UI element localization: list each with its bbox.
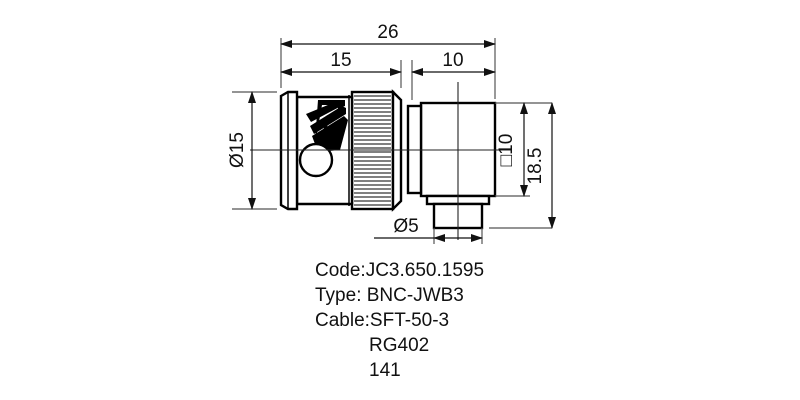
dimension-overall-height: 18.5 [525, 102, 556, 229]
dimension-flange-diameter-label: Ø15 [227, 132, 248, 168]
dimension-overall-height-label: 18.5 [525, 148, 546, 185]
spec-line-cable: Cable:SFT-50-3 [315, 310, 449, 331]
spec-line-cable-alt-2: 141 [369, 360, 401, 381]
dimension-cable-entry-diameter-label: Ø5 [393, 216, 418, 237]
spec-line-code: Code:JC3.650.1595 [315, 260, 484, 281]
dimension-flange-diameter: Ø15 [227, 91, 256, 210]
dimension-body-length-label: 10 [442, 50, 463, 71]
spec-text-block: Code:JC3.650.1595 Type: BNC-JWB3 Cable:S… [315, 260, 484, 381]
spec-line-type: Type: BNC-JWB3 [315, 285, 464, 306]
bayonet-slot [306, 100, 348, 155]
dimension-overall-length-label: 26 [377, 22, 398, 43]
connector-geometry [250, 82, 512, 240]
bayonet-slot-detent [298, 142, 334, 178]
dimension-cable-entry-diameter: Ø5 [374, 216, 483, 242]
spec-line-cable-alt-1: RG402 [369, 335, 429, 356]
dimension-body-length: 10 [411, 50, 496, 76]
dimension-body-square: □10 [496, 102, 528, 197]
dimension-overall-length: 26 [280, 22, 496, 48]
dimension-bayonet-length: 15 [280, 50, 402, 76]
knurl-hatching [354, 95, 391, 206]
dimension-bayonet-length-label: 15 [330, 50, 351, 71]
dimension-body-square-label: □10 [496, 134, 517, 167]
